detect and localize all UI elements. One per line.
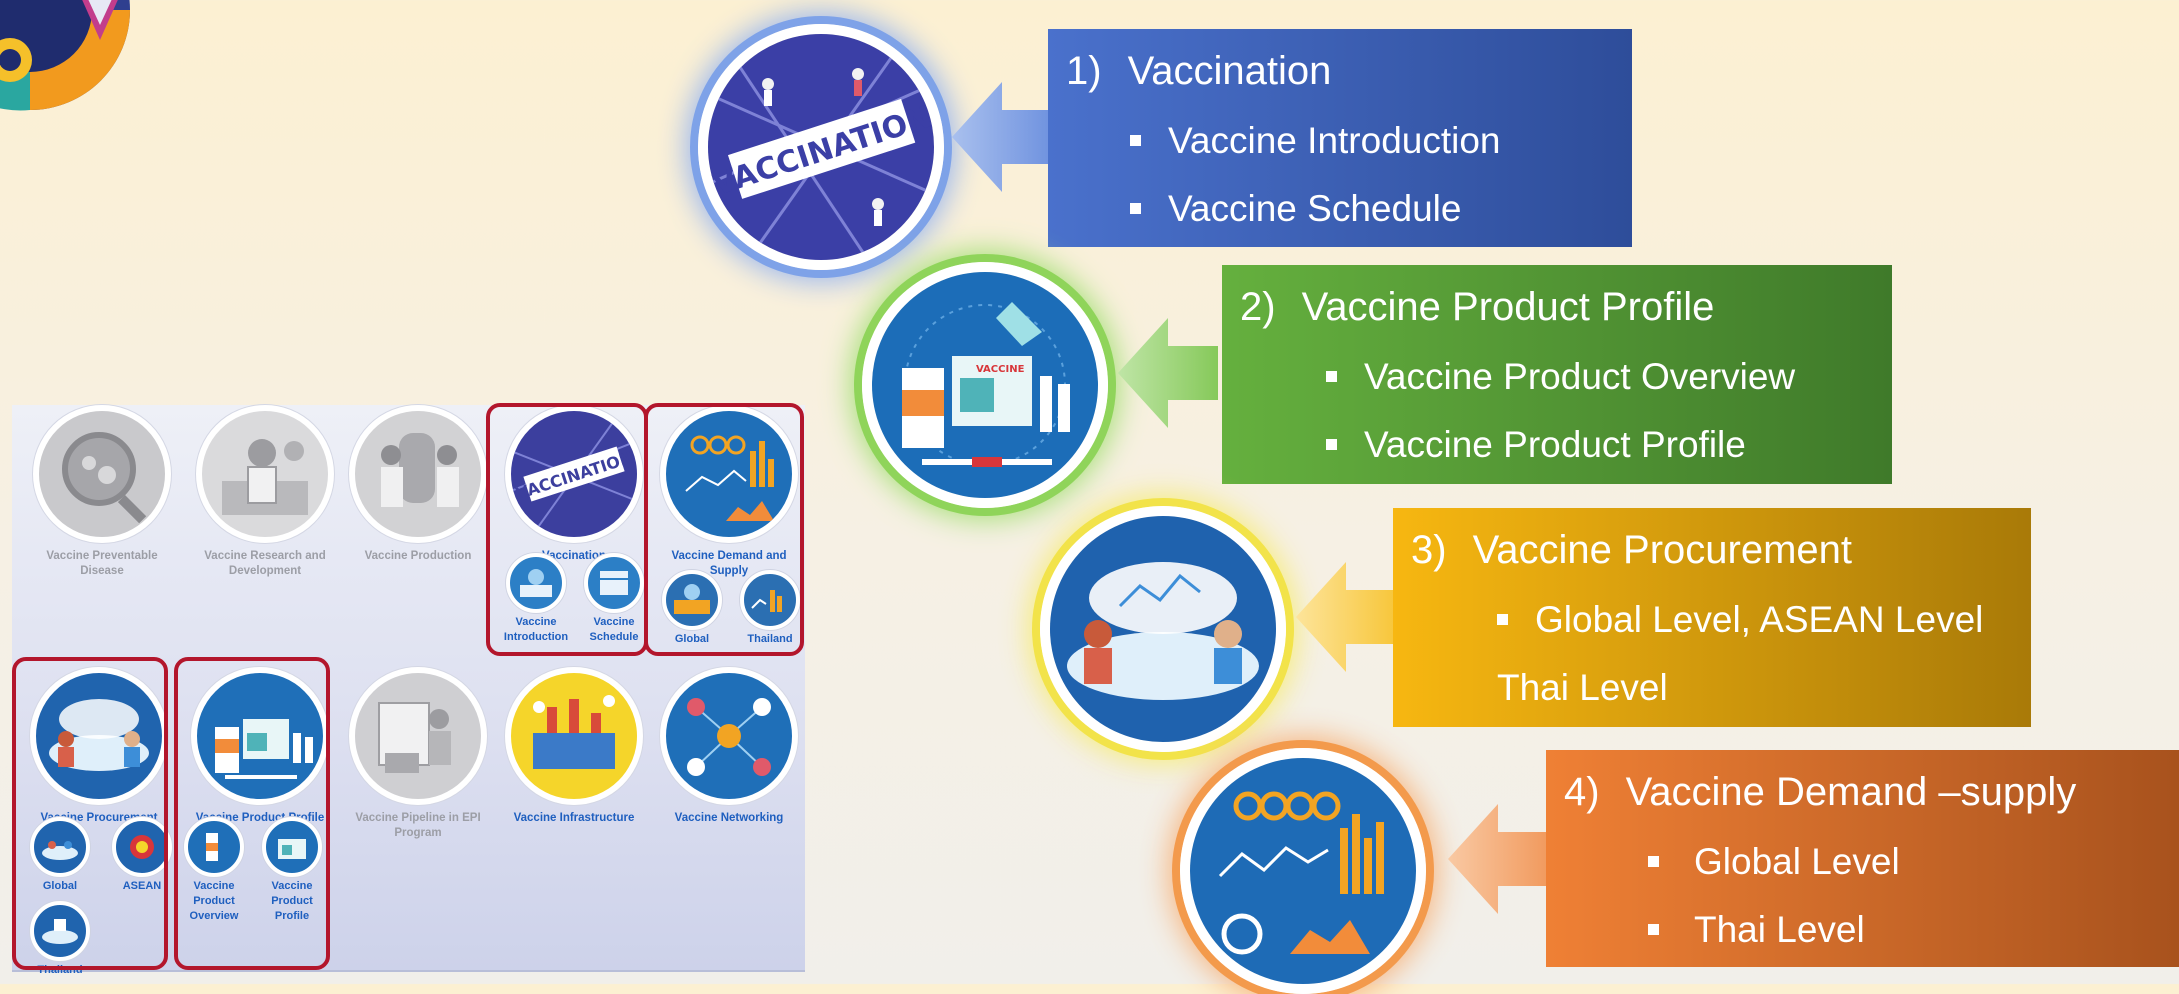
vaccination-isometric-icon: VACCINATION	[698, 24, 944, 270]
sub-label: Vaccine Schedule	[589, 616, 639, 643]
section-number: 3)	[1411, 528, 1447, 572]
vaccine-product-profile-icon	[262, 817, 322, 877]
tile-label: Vaccination	[542, 550, 606, 562]
tile-vaccine-procurement[interactable]: Vaccine Procurement	[24, 667, 174, 826]
svg-text:VACCINE: VACCINE	[976, 364, 1025, 375]
vaccine-schedule-icon	[584, 553, 644, 613]
sub-demand-global[interactable]: Global	[652, 570, 732, 647]
tile-label: Vaccine Demand and Supply	[671, 550, 787, 577]
tile-vaccine-preventable-disease[interactable]: Vaccine Preventable Disease	[22, 405, 182, 579]
arrow-left-icon	[1296, 562, 1396, 672]
sub-product-overview[interactable]: Vaccine Product Overview	[174, 817, 254, 924]
highlight-frame-demand-supply	[644, 403, 804, 656]
tile-label: Vaccine Infrastructure	[513, 812, 635, 824]
section-bullet: Vaccine Product Profile	[1326, 411, 1874, 479]
section-bullet: Global Level	[1648, 828, 2161, 896]
highlight-frame-product-profile	[174, 657, 330, 970]
section-bullet: Vaccine Product Overview	[1326, 343, 1874, 411]
tile-vaccine-pipeline-epi[interactable]: Vaccine Pipeline in EPI Program	[338, 667, 498, 841]
sub-procurement-global[interactable]: Global	[20, 817, 100, 894]
sub-product-profile[interactable]: Vaccine Product Profile	[252, 817, 332, 924]
tile-label: Vaccine Research and Development	[204, 550, 326, 577]
section-box-vaccination: 1) Vaccination Vaccine Introduction Vacci…	[1048, 29, 1632, 247]
section-number: 4)	[1564, 770, 1600, 814]
thailand-icon	[30, 901, 90, 961]
vaccine-introduction-icon	[506, 553, 566, 613]
asean-icon	[112, 817, 172, 877]
tile-vaccination[interactable]: VACCINATION Vaccination	[496, 405, 652, 564]
arrow-left-icon	[1118, 318, 1218, 428]
sub-procurement-thailand[interactable]: Thailand	[20, 901, 100, 978]
highlight-frame-procurement	[12, 657, 168, 970]
section-title: Vaccine Demand –supply	[1625, 770, 2077, 814]
virus-magnifier-icon	[33, 405, 171, 543]
section-title: Vaccine Procurement	[1472, 528, 1853, 572]
arrow-left-icon	[952, 82, 1052, 192]
section-title: Vaccination	[1127, 49, 1332, 93]
tile-label: Vaccine Pipeline in EPI Program	[355, 812, 481, 839]
arrow-left-icon	[1448, 804, 1548, 914]
sub-label: Vaccine Introduction	[503, 616, 569, 643]
global-icon	[30, 817, 90, 877]
vaccine-product-overview-icon	[184, 817, 244, 877]
tile-label: Vaccine Networking	[674, 812, 784, 824]
dashboard-chart-icon	[1180, 748, 1426, 994]
section-bullet: Vaccine Schedule	[1130, 175, 1614, 243]
tile-vaccine-networking[interactable]: Vaccine Networking	[652, 667, 806, 826]
section-number: 1)	[1066, 49, 1102, 93]
section-bullet-continuation: Thai Level	[1497, 667, 1668, 708]
section-box-vaccine-demand-supply: 4) Vaccine Demand –supply Global Level Th…	[1546, 750, 2179, 967]
dashboard-chart-icon	[660, 405, 798, 543]
sub-vaccine-schedule[interactable]: Vaccine Schedule	[574, 553, 654, 645]
vaccine-vials-icon: VACCINE	[862, 262, 1108, 508]
sub-label: ASEAN	[122, 880, 162, 892]
tile-label: Vaccine Preventable Disease	[46, 550, 158, 577]
section-number: 2)	[1240, 285, 1276, 329]
section-box-vaccine-product-profile: 2) Vaccine Product Profile Vaccine Produc…	[1222, 265, 1892, 484]
network-people-icon	[660, 667, 798, 805]
portal-screenshot-panel: Vaccine Preventable Disease Vaccine Rese…	[12, 403, 806, 976]
sub-label: Vaccine Product Overview	[189, 880, 239, 922]
production-lab-icon	[349, 405, 487, 543]
tile-vaccine-infrastructure[interactable]: Vaccine Infrastructure	[496, 667, 652, 826]
sub-label: Global	[674, 633, 710, 645]
factory-icon	[505, 667, 643, 805]
sub-procurement-asean[interactable]: ASEAN	[102, 817, 182, 894]
global-icon	[662, 570, 722, 630]
thailand-icon	[740, 570, 800, 630]
vaccination-isometric-icon: VACCINATION	[505, 405, 643, 543]
scientist-lab-icon	[196, 405, 334, 543]
section-title: Vaccine Product Profile	[1301, 285, 1715, 329]
section-bullet: Vaccine Introduction	[1130, 107, 1614, 175]
sub-label: Thailand	[747, 633, 793, 645]
pipeline-doctor-icon	[349, 667, 487, 805]
tile-vaccine-production[interactable]: Vaccine Production	[338, 405, 498, 564]
sub-label: Global	[42, 880, 78, 892]
meeting-table-icon	[30, 667, 168, 805]
vaccine-vials-icon	[191, 667, 329, 805]
tile-vaccine-research-development[interactable]: Vaccine Research and Development	[180, 405, 350, 579]
section-box-vaccine-procurement: 3) Vaccine Procurement Global Level, ASEA…	[1393, 508, 2031, 727]
tile-vaccine-product-profile[interactable]: Vaccine Product Profile	[180, 667, 340, 826]
section-bullet: Thai Level	[1648, 896, 2161, 964]
highlight-frame-vaccination	[486, 403, 648, 656]
tile-label: Vaccine Production	[364, 550, 472, 562]
corner-logo-icon	[0, 0, 130, 111]
sub-label: Vaccine Product Profile	[271, 880, 313, 922]
sub-vaccine-introduction[interactable]: Vaccine Introduction	[496, 553, 576, 645]
meeting-table-icon	[1040, 506, 1286, 752]
section-bullet: Global Level, ASEAN Level	[1497, 586, 2013, 654]
sub-demand-thailand[interactable]: Thailand	[730, 570, 810, 647]
tile-vaccine-demand-supply[interactable]: Vaccine Demand and Supply	[652, 405, 806, 579]
